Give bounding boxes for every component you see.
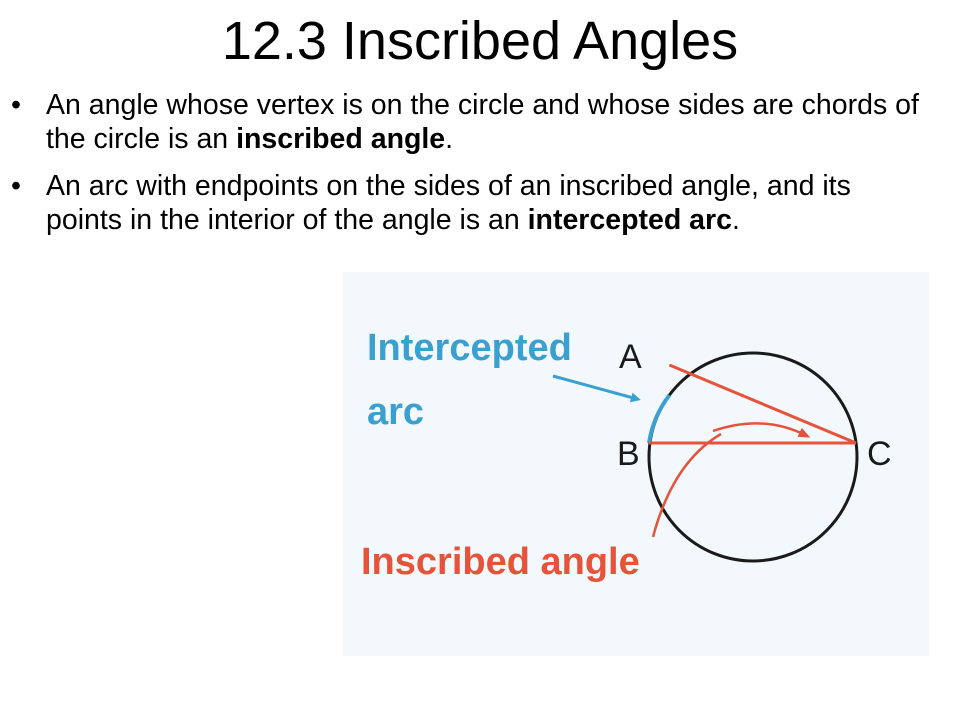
intercepted-arc — [647, 393, 671, 444]
term-inscribed-angle: inscribed angle — [236, 123, 446, 155]
bullet-text: An angle whose vertex is on the circle a… — [46, 89, 919, 155]
bullet-marker: • — [11, 89, 21, 121]
bullet-list: • An angle whose vertex is on the circle … — [0, 88, 960, 250]
inscribed-angle-figure: Intercepted arc Inscribed angle A B C — [343, 272, 929, 656]
figure-diagram: Intercepted arc Inscribed angle A B C — [361, 327, 892, 583]
bullet-text: An arc with endpoints on the sides of an… — [46, 170, 851, 236]
bullet-text-end: . — [731, 204, 740, 236]
intercepted-arc-arrow — [552, 374, 641, 403]
circle-outline — [647, 351, 859, 563]
slide-title: 12.3 Inscribed Angles — [221, 11, 739, 71]
angle-marker-arc — [712, 422, 811, 438]
inscribed-angle-pointer — [651, 432, 722, 538]
chord-ac — [668, 363, 857, 445]
bullet-text-end: . — [445, 123, 454, 155]
point-a-label: A — [619, 338, 642, 376]
bullet-item-intercepted-arc: • An arc with endpoints on the sides of a… — [0, 169, 960, 237]
intercepted-arc-label-line1: Intercepted — [367, 327, 572, 369]
point-b-label: B — [617, 435, 640, 473]
bullet-item-inscribed-angle: • An angle whose vertex is on the circle … — [0, 88, 960, 156]
bullet-marker: • — [11, 170, 21, 202]
inscribed-angle-label: Inscribed angle — [361, 541, 640, 583]
term-intercepted-arc: intercepted arc — [527, 204, 732, 236]
intercepted-arc-label-line2: arc — [367, 391, 424, 433]
point-c-label: C — [867, 435, 892, 473]
